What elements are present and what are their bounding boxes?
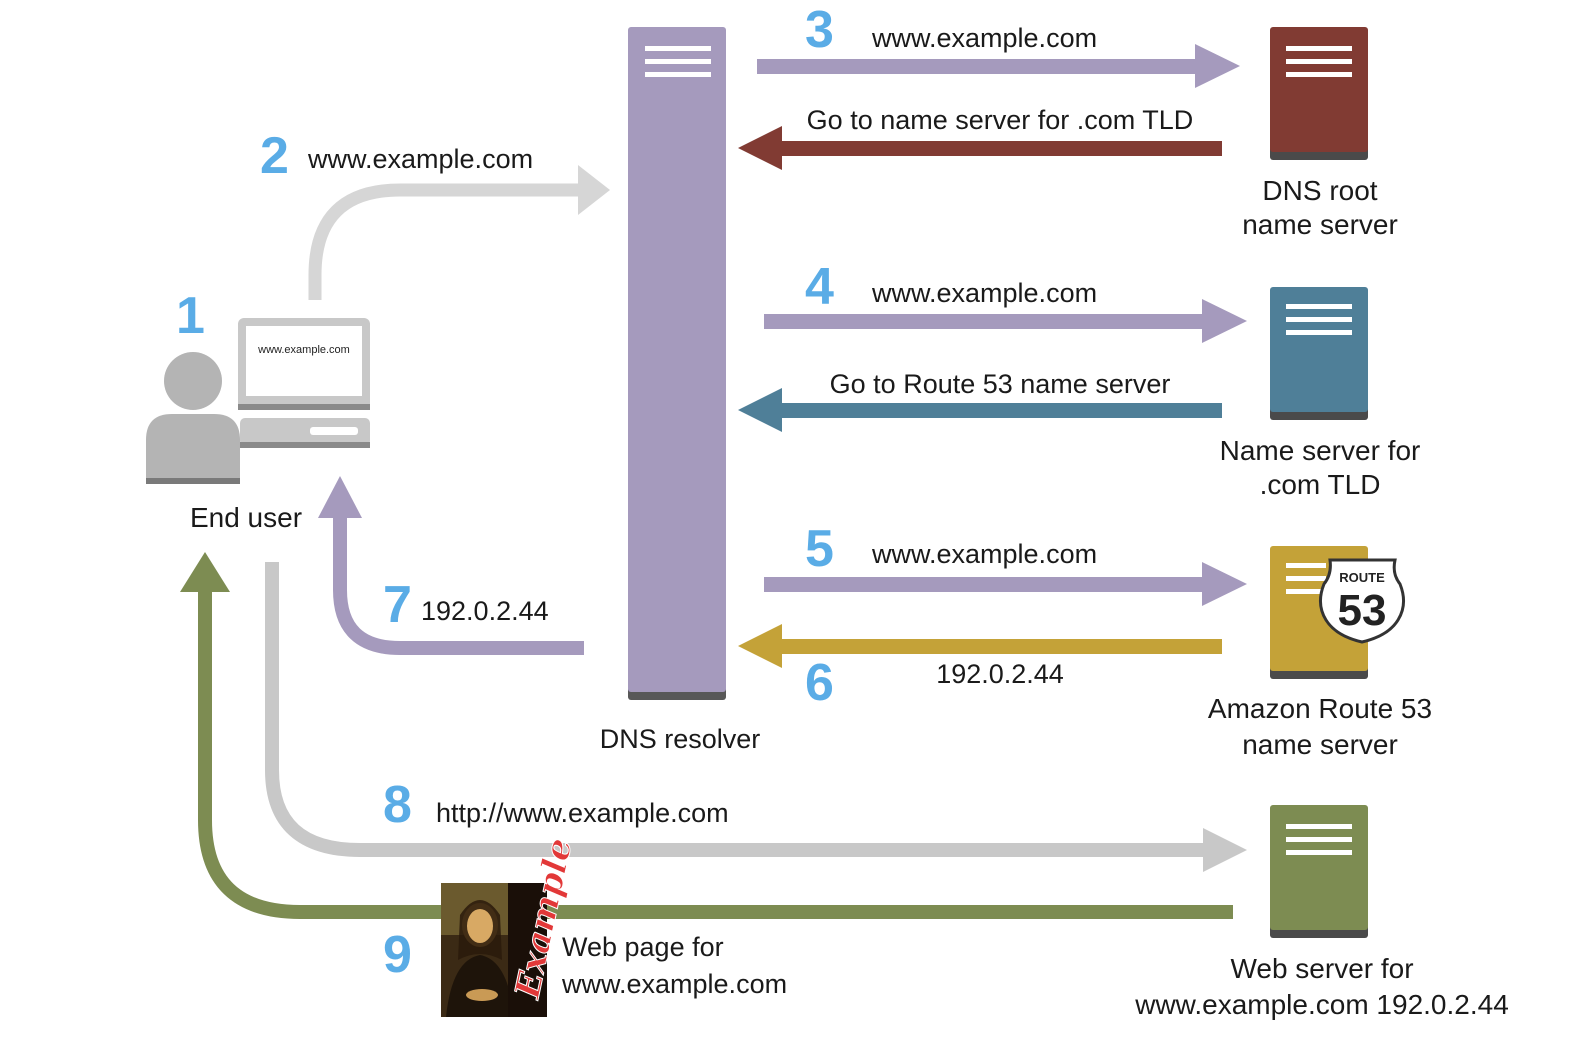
arrow-step-7 [318,476,584,655]
route53-badge-top: ROUTE [1339,570,1385,585]
step-9-text-line2: www.example.com [561,969,787,999]
step-3-number: 3 [805,1,834,59]
step-6-number: 6 [805,654,834,712]
step-6-text: 192.0.2.44 [936,659,1064,689]
tld-server-icon [1270,287,1368,420]
step-7-number: 7 [383,576,412,634]
route53-server-label-line1: Amazon Route 53 [1208,693,1432,724]
step-3-response-text: Go to name server for .com TLD [807,105,1194,135]
arrow-step-6-response [738,624,1222,668]
step-5-text: www.example.com [871,539,1097,569]
route53-server-label-line2: name server [1242,729,1398,760]
arrow-step-4-response [738,388,1222,432]
root-server-label-line2: name server [1242,209,1398,240]
arrow-step-5-request [764,562,1247,606]
route53-badge-number: 53 [1338,586,1387,635]
root-server-icon [1270,27,1368,160]
arrow-step-3-request [757,44,1240,88]
step-8-text: http://www.example.com [436,798,729,828]
step-9-text-line1: Web page for [562,932,724,962]
root-server-label-line1: DNS root [1262,175,1377,206]
arrow-step-9 [180,552,1233,919]
step-9-number: 9 [383,926,412,984]
tld-server-label-line2: .com TLD [1260,469,1381,500]
mona-lisa-web-page-icon: Example [441,834,581,1017]
step-5-number: 5 [805,520,834,578]
resolver-label: DNS resolver [600,724,761,754]
arrow-step-8 [265,562,1247,872]
tld-server-label-line1: Name server for [1220,435,1421,466]
arrow-step-3-response [738,126,1222,170]
step-4-response-text: Go to Route 53 name server [830,369,1171,399]
arrow-step-2 [308,165,610,300]
arrow-step-4-request [764,299,1247,343]
step-1-number: 1 [176,287,205,345]
step-2-text: www.example.com [307,144,533,174]
web-server-label-line2: www.example.com 192.0.2.44 [1134,989,1509,1020]
step-7-text: 192.0.2.44 [421,596,549,626]
end-user-label: End user [190,502,302,533]
step-3-text: www.example.com [871,23,1097,53]
step-4-number: 4 [805,258,834,316]
step-8-number: 8 [383,776,412,834]
screen-url-text: www.example.com [257,344,350,356]
end-user-icon: www.example.com [146,318,370,484]
route53-shield-icon: ROUTE 53 [1319,558,1405,644]
web-server-label-line1: Web server for [1230,953,1413,984]
step-4-text: www.example.com [871,278,1097,308]
web-server-icon [1270,805,1368,938]
dns-resolver-server [628,27,726,700]
step-2-number: 2 [260,127,289,185]
